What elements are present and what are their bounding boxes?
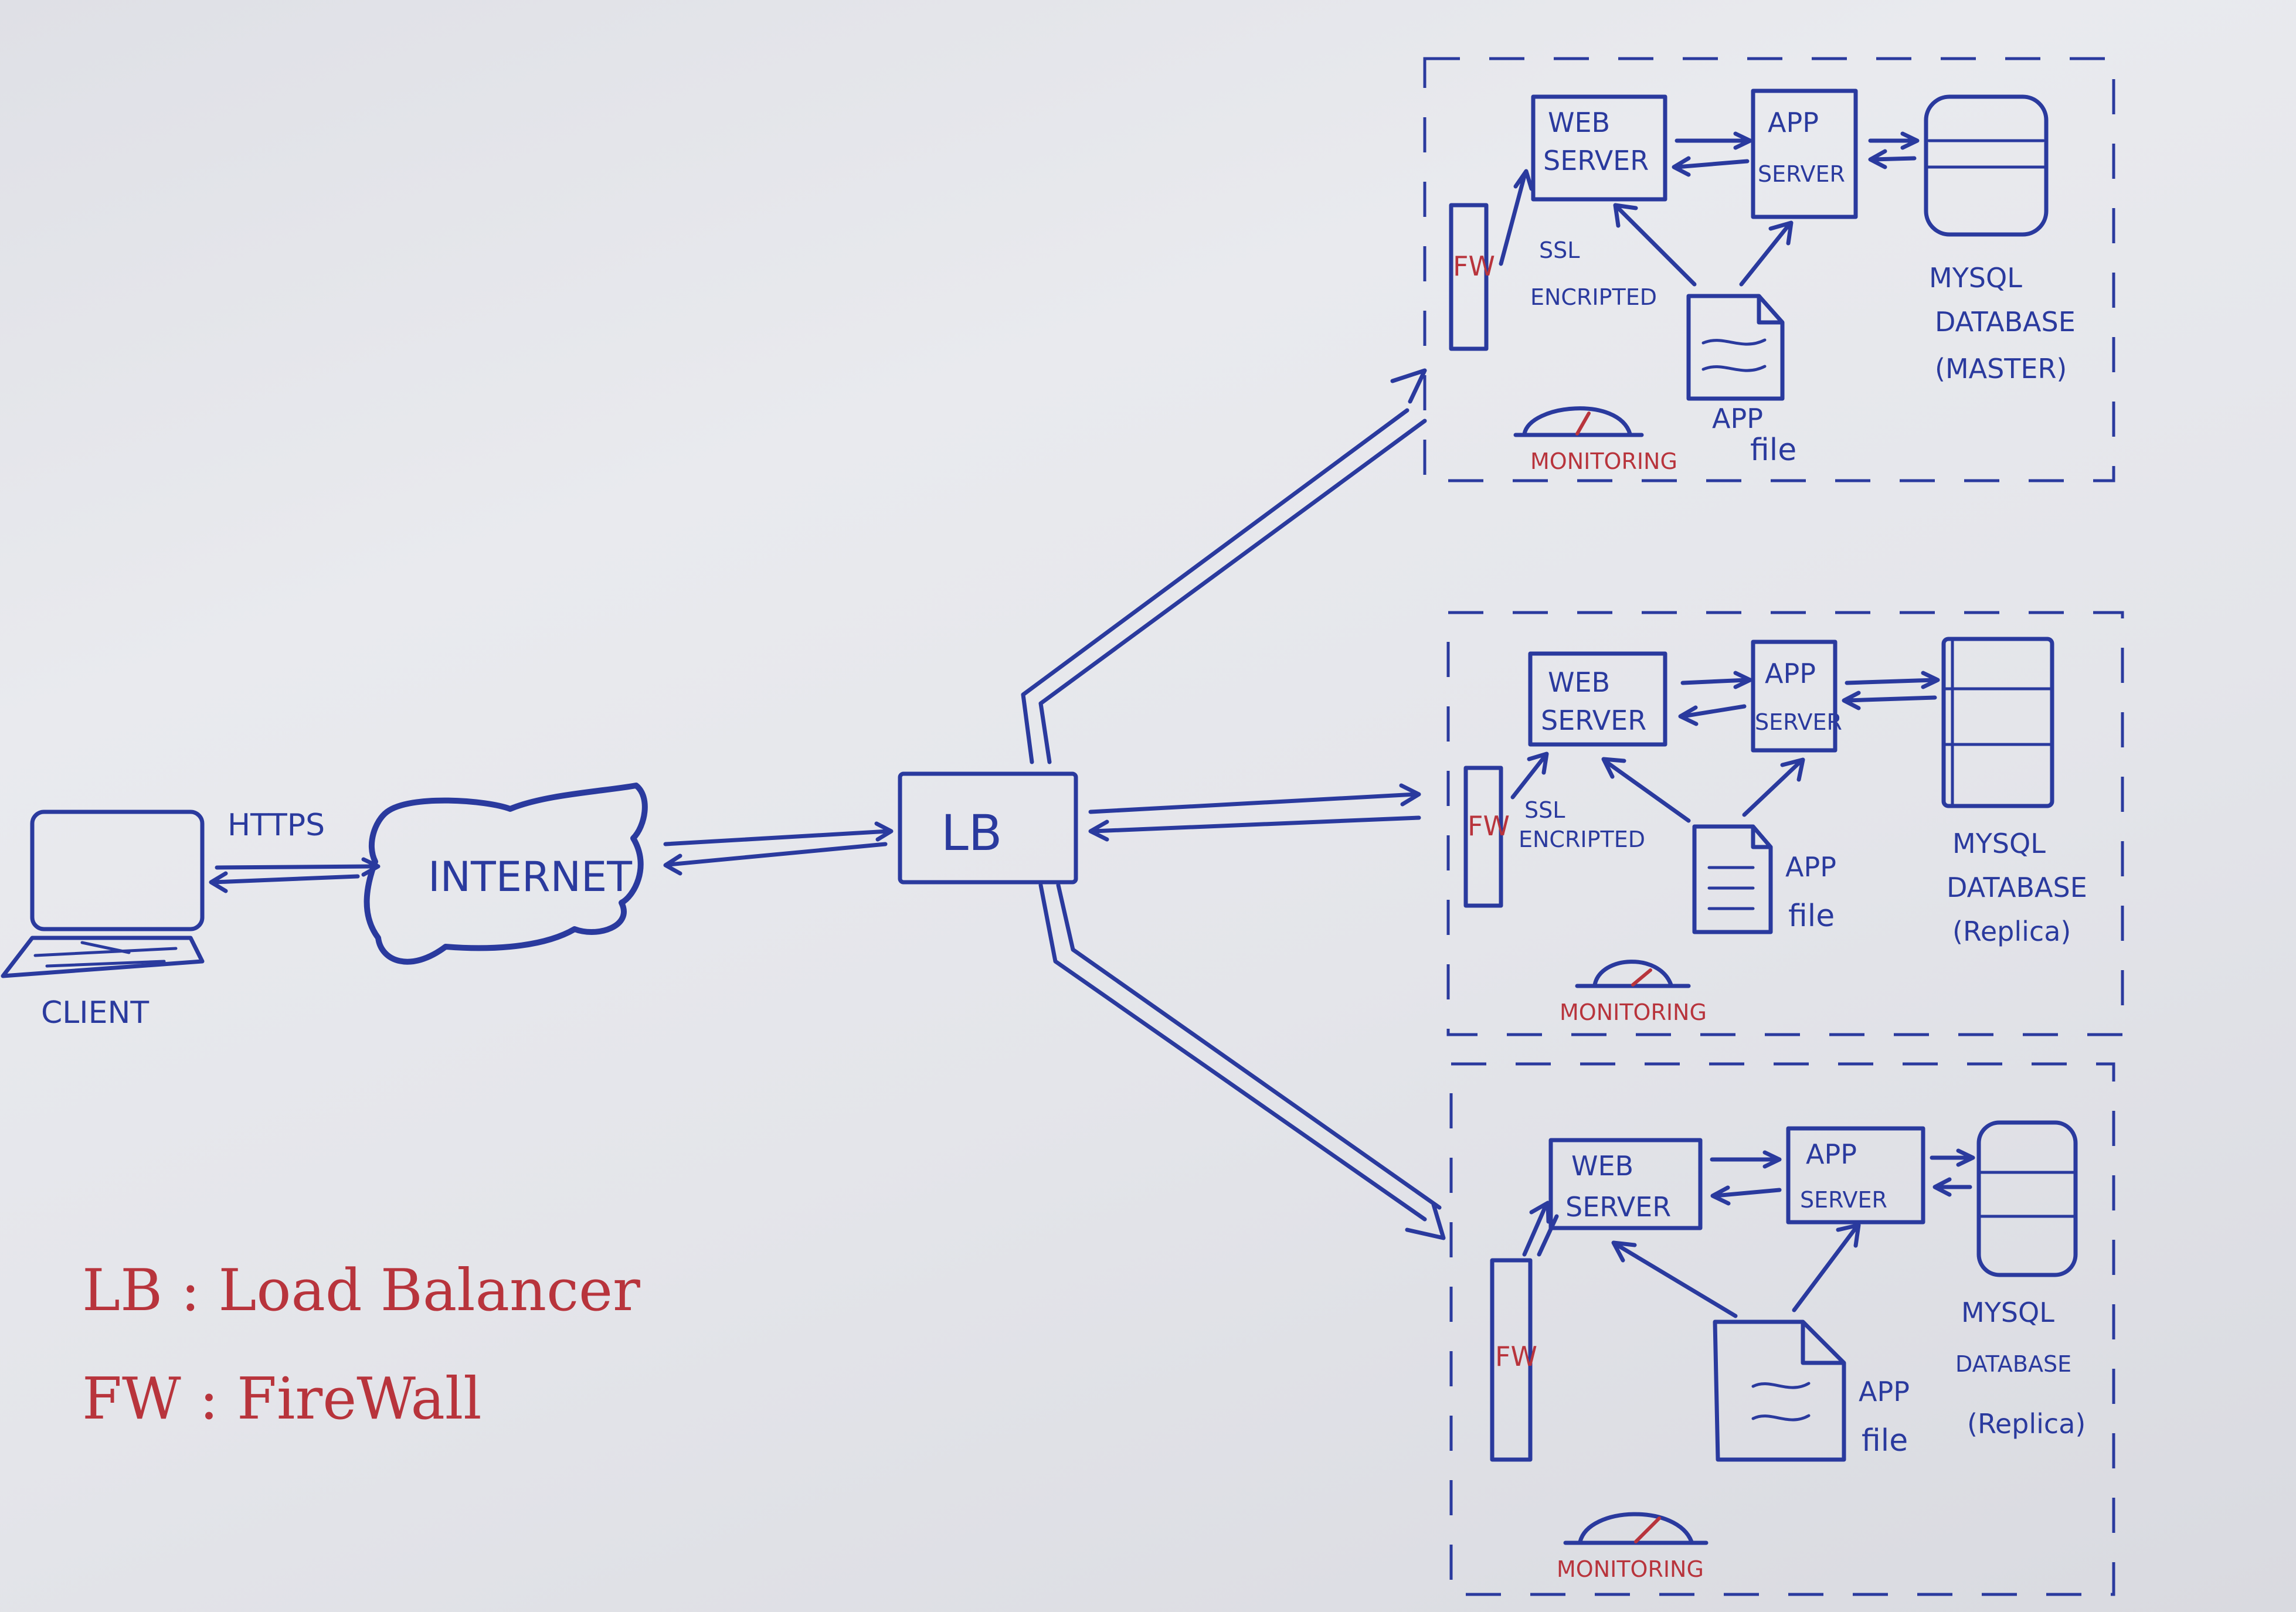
cluster-3-web-label-2: SERVER: [1565, 1191, 1671, 1223]
cluster-1-file-app-arrow: [1739, 220, 1794, 287]
lb-to-cluster3-arrow: [1038, 883, 1446, 1240]
cluster-2-fw-web-arrow: [1510, 751, 1549, 800]
cluster-1-zone: [1423, 57, 2115, 482]
cluster-3-file-label-1: APP: [1859, 1376, 1910, 1407]
cluster-1: FW WEB SERVER APP SERVER MYSQL DATABASE …: [1423, 57, 2115, 482]
cluster-1-db-app-arrow: [1868, 149, 1917, 169]
cluster-1-ssl-label-1: SSL: [1539, 237, 1580, 263]
cluster-2-web-server: [1528, 651, 1667, 747]
cluster-2-db-app-arrow: [1842, 691, 1937, 710]
lb-to-cluster2-arrow: [1088, 783, 1421, 842]
cluster-2-file-web-arrow: [1601, 757, 1691, 823]
cluster-3: FW WEB SERVER APP SERVER MYSQL DATABASE …: [1449, 1062, 2115, 1596]
cluster-3-file-app-arrow: [1792, 1223, 1861, 1312]
cluster-1-monitoring-gauge-icon: [1513, 406, 1644, 437]
cluster-2-db-label-3: (Replica): [1952, 916, 2071, 947]
cluster-2-app-label-1: APP: [1765, 658, 1816, 689]
cluster-2-database-icon: [1941, 637, 2054, 808]
cluster-1-file-web-arrow: [1613, 203, 1697, 287]
cluster-2-app-web-arrow: [1678, 704, 1747, 726]
cluster-1-web-server: [1531, 94, 1667, 202]
cluster-1-db-label-3: (MASTER): [1935, 353, 2067, 385]
cluster-3-file-label-2: file: [1862, 1423, 1908, 1458]
cluster-1-db-label-1: MYSQL: [1929, 262, 2022, 294]
cluster-1-web-app-arrow: [1675, 131, 1752, 150]
cluster-2-web-label-2: SERVER: [1541, 705, 1646, 736]
cluster-3-monitoring-label: MONITORING: [1557, 1556, 1704, 1582]
cluster-1-app-label-2: SERVER: [1758, 161, 1845, 187]
cluster-1-ssl-label-2: ENCRIPTED: [1530, 284, 1657, 310]
legend-fw: FW : FireWall: [82, 1366, 482, 1433]
cluster-3-app-server: [1786, 1126, 1925, 1225]
cluster-3-app-label-2: SERVER: [1800, 1187, 1887, 1213]
cluster-2: FW WEB SERVER APP SERVER MYSQL DATABASE …: [1446, 611, 2124, 1036]
cluster-3-fw-web-arrow: [1522, 1201, 1551, 1257]
cluster-3-app-web-arrow: [1710, 1185, 1782, 1206]
cluster-3-database-icon: [1976, 1120, 2078, 1277]
cluster-3-db-label-3: (Replica): [1967, 1408, 2086, 1440]
client-internet-arrows: [209, 857, 381, 893]
cluster-3-app-label-1: APP: [1806, 1138, 1857, 1170]
internet-label: INTERNET: [428, 853, 632, 901]
cluster-1-fw-web-arrow: [1499, 169, 1534, 266]
cluster-3-zone: [1449, 1062, 2115, 1596]
internet-lb-arrows: [663, 821, 894, 876]
cluster-1-web-label-1: WEB: [1548, 107, 1610, 138]
cluster-2-db-label-2: DATABASE: [1947, 872, 2087, 903]
cluster-1-fw-label: FW: [1453, 250, 1495, 282]
cluster-2-app-db-arrow: [1845, 671, 1940, 689]
lb-to-cluster1-arrow: [1021, 368, 1427, 764]
cluster-3-db-label-2: DATABASE: [1955, 1351, 2071, 1377]
cluster-1-app-file-icon: [1686, 294, 1785, 401]
cluster-3-db-app-arrow: [1932, 1177, 1972, 1197]
cluster-3-monitoring-gauge-icon: [1563, 1512, 1709, 1545]
cluster-3-db-label-1: MYSQL: [1961, 1297, 2054, 1328]
client-label: CLIENT: [41, 995, 149, 1031]
cluster-1-app-web-arrow: [1672, 156, 1750, 177]
cluster-1-monitoring-label: MONITORING: [1530, 448, 1677, 474]
legend-lb: LB : Load Balancer: [82, 1257, 640, 1324]
cluster-2-web-label-1: WEB: [1548, 666, 1610, 698]
cluster-1-web-label-2: SERVER: [1543, 145, 1649, 176]
cluster-2-ssl-label-2: ENCRIPTED: [1519, 827, 1645, 852]
cluster-3-fw-web-arrow-2: [1537, 1214, 1559, 1257]
https-label: HTTPS: [227, 808, 325, 843]
cluster-3-app-file-icon: [1713, 1319, 1846, 1462]
cluster-3-web-label-1: WEB: [1571, 1150, 1633, 1182]
cluster-2-file-label-1: APP: [1785, 851, 1836, 883]
cluster-3-web-server: [1548, 1138, 1703, 1230]
cluster-3-fw-label: FW: [1495, 1341, 1537, 1372]
load-balancer-box: [898, 771, 1078, 885]
client-laptop-icon: [1, 810, 205, 978]
internet-cloud-icon: [364, 783, 648, 965]
cluster-2-firewall: [1463, 766, 1503, 908]
cluster-3-file-web-arrow: [1611, 1240, 1738, 1318]
cluster-1-app-label-1: APP: [1768, 107, 1819, 138]
cluster-1-file-label-1: APP: [1712, 403, 1763, 434]
cluster-2-zone: [1446, 611, 2124, 1036]
cluster-3-firewall: [1490, 1258, 1533, 1462]
load-balancer-label: LB: [941, 804, 1002, 862]
cluster-2-file-app-arrow: [1742, 757, 1805, 817]
cluster-1-app-server: [1751, 89, 1858, 219]
cluster-2-web-app-arrow: [1680, 671, 1752, 689]
cluster-2-monitoring-gauge-icon: [1575, 960, 1691, 988]
cluster-1-app-db-arrow: [1868, 131, 1920, 150]
cluster-1-db-label-2: DATABASE: [1935, 306, 2076, 338]
cluster-3-web-app-arrow: [1710, 1150, 1782, 1169]
cluster-2-app-label-2: SERVER: [1755, 709, 1842, 735]
cluster-2-app-file-icon: [1692, 824, 1773, 934]
cluster-2-fw-label: FW: [1468, 810, 1510, 842]
cluster-2-app-server: [1751, 640, 1838, 753]
cluster-3-app-db-arrow: [1930, 1148, 1975, 1167]
cluster-2-monitoring-label: MONITORING: [1560, 999, 1707, 1025]
cluster-1-database-icon: [1924, 94, 2049, 237]
cluster-2-file-label-2: file: [1788, 899, 1835, 934]
cluster-2-ssl-label-1: SSL: [1524, 797, 1565, 823]
cluster-1-file-label-2: file: [1750, 433, 1796, 468]
cluster-1-firewall: [1449, 203, 1489, 351]
cluster-2-db-label-1: MYSQL: [1952, 828, 2046, 859]
